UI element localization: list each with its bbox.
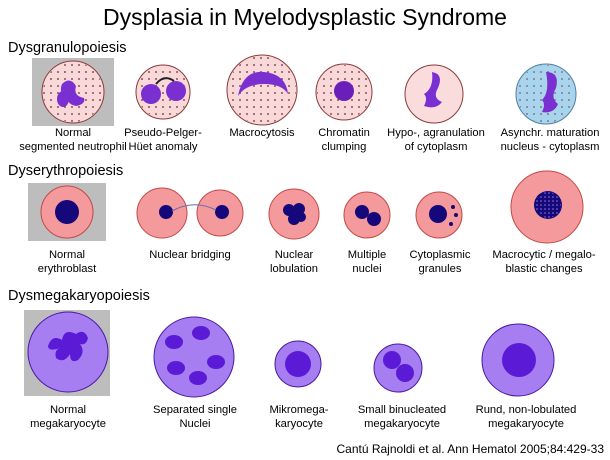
section-dysmegakaryopoiesis: Dysmegakaryopoiesis bbox=[8, 288, 150, 304]
normal-megakaryocyte-cell bbox=[24, 310, 110, 396]
macrocytic-megaloblastic-cell bbox=[510, 170, 584, 244]
nuclear-lobulation-cell bbox=[268, 188, 320, 240]
nuclear-bridging-cell bbox=[136, 187, 244, 239]
normal-neutrophil-cell bbox=[32, 58, 114, 126]
caption-macrocytosis: Macrocytosis bbox=[229, 127, 295, 139]
caption-pseudo-pelger: Pseudo-Pelger-Hüet anomaly bbox=[124, 127, 202, 153]
citation: Cantú Rajnoldi et al. Ann Hematol 2005;8… bbox=[336, 442, 604, 456]
section-dyserythropoiesis: Dyserythropoiesis bbox=[8, 163, 124, 179]
chromatin-clumping-cell bbox=[315, 63, 373, 121]
caption-megaloblastic-changes: Macrocytic / megalo-blastic changes bbox=[492, 249, 596, 275]
caption-micromegakaryocyte: Mikromega-karyocyte bbox=[269, 404, 329, 430]
normal-erythroblast-cell bbox=[28, 183, 106, 241]
asynchronous-maturation-cell bbox=[515, 63, 577, 125]
diagram-title: Dysplasia in Myelodysplastic Syndrome bbox=[103, 4, 507, 30]
caption-nuclear-bridging: Nuclear bridging bbox=[149, 249, 231, 261]
cytoplasmic-granules-cell bbox=[415, 191, 463, 239]
multiple-nuclei-cell bbox=[343, 191, 391, 239]
agranulation-cell bbox=[404, 64, 464, 124]
macrocytosis-cell bbox=[226, 54, 298, 126]
pseudo-pelger-huet-cell bbox=[135, 64, 191, 120]
separated-nuclei-cell bbox=[153, 316, 235, 398]
round-non-lobulated-megakaryocyte-cell bbox=[481, 323, 555, 397]
small-binucleated-megakaryocyte-cell bbox=[373, 343, 423, 393]
section-dysgranulopoiesis: Dysgranulopoiesis bbox=[8, 40, 127, 56]
micromegakaryocyte-cell bbox=[274, 340, 322, 388]
